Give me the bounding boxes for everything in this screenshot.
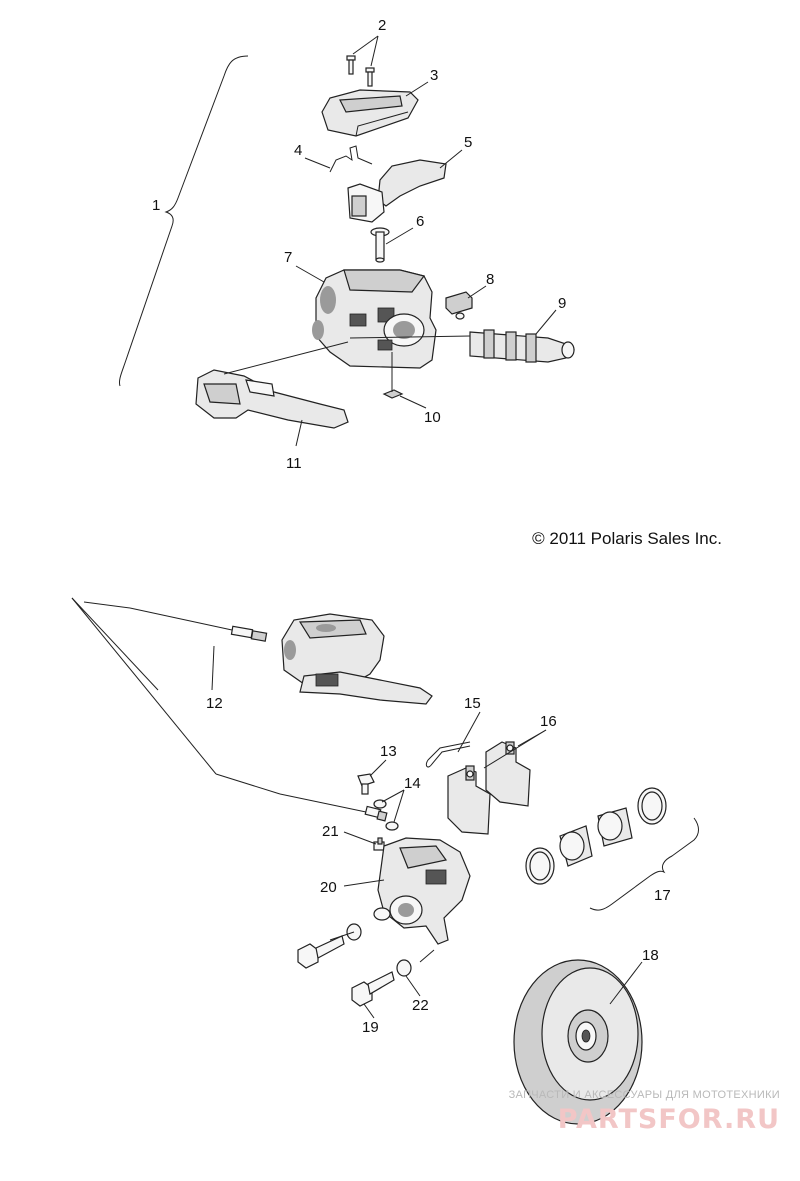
watermark-tagline: ЗАПЧАСТИ И АКСЕССУАРЫ ДЛЯ МОТОТЕХНИКИ [509, 1089, 780, 1101]
hand-lever-part [195, 369, 349, 429]
watermark: ЗАПЧАСТИ И АКСЕССУАРЫ ДЛЯ МОТОТЕХНИКИ PA… [509, 1089, 780, 1135]
callout-4: 4 [294, 142, 302, 159]
small-bracket-part [445, 291, 473, 320]
copyright-text: © 2011 Polaris Sales Inc. [532, 529, 722, 548]
callout-18: 18 [642, 947, 659, 964]
callout-3: 3 [430, 67, 438, 84]
upper-leader-lines [223, 35, 557, 447]
brake-disc-part [513, 959, 643, 1125]
callout-17: 17 [654, 887, 671, 904]
callout-8: 8 [486, 271, 494, 288]
lower-leader-lines [211, 645, 643, 1019]
spring-clip-part [329, 145, 373, 173]
callout-22: 22 [412, 997, 429, 1014]
banjo-bolt-part [357, 773, 375, 795]
callout-14: 14 [404, 775, 421, 792]
callout-21: 21 [322, 823, 339, 840]
pivot-pin-part [370, 227, 390, 263]
callout-7: 7 [284, 249, 292, 266]
retaining-pin-part [425, 741, 471, 768]
callout-19: 19 [362, 1019, 379, 1036]
thumb-lever-part [347, 159, 447, 223]
screw-part [346, 55, 375, 87]
brake-line-lower-part [215, 773, 388, 822]
mounting-bolt-part [297, 935, 395, 1007]
small-washer-part [382, 389, 404, 399]
callout-10: 10 [424, 409, 441, 426]
watermark-brand: PARTSFOR.RU [558, 1104, 780, 1135]
callout-20: 20 [320, 879, 337, 896]
reservoir-cover-part [321, 89, 419, 137]
callout-11: 11 [286, 455, 302, 472]
callout-5: 5 [464, 134, 472, 151]
callout-9: 9 [558, 295, 566, 312]
crush-washer-part [373, 799, 399, 831]
caliper-piston-seal-part [525, 787, 667, 885]
leader-12-diagonal [71, 597, 217, 775]
callout-15: 15 [464, 695, 481, 712]
assembly-bracket [119, 55, 249, 387]
callout-labels: 1 2 3 4 5 6 7 8 9 10 11 12 13 14 15 16 1… [152, 17, 671, 1036]
brake-line-upper-part [83, 601, 268, 642]
callout-1: 1 [152, 197, 160, 214]
brake-pad-part [447, 741, 531, 835]
washer-part [346, 923, 412, 977]
callout-6: 6 [416, 213, 424, 230]
callout-13: 13 [380, 743, 397, 760]
leader-12-diagonal-b [71, 597, 159, 691]
callout-2: 2 [378, 17, 386, 34]
callout-16: 16 [540, 713, 557, 730]
assembled-master-cylinder-part [281, 613, 433, 705]
master-cylinder-body-part [312, 269, 437, 369]
callout-12: 12 [206, 695, 223, 712]
brake-caliper-part [373, 837, 471, 945]
piston-part [469, 329, 575, 363]
piston-bracket [589, 817, 699, 911]
